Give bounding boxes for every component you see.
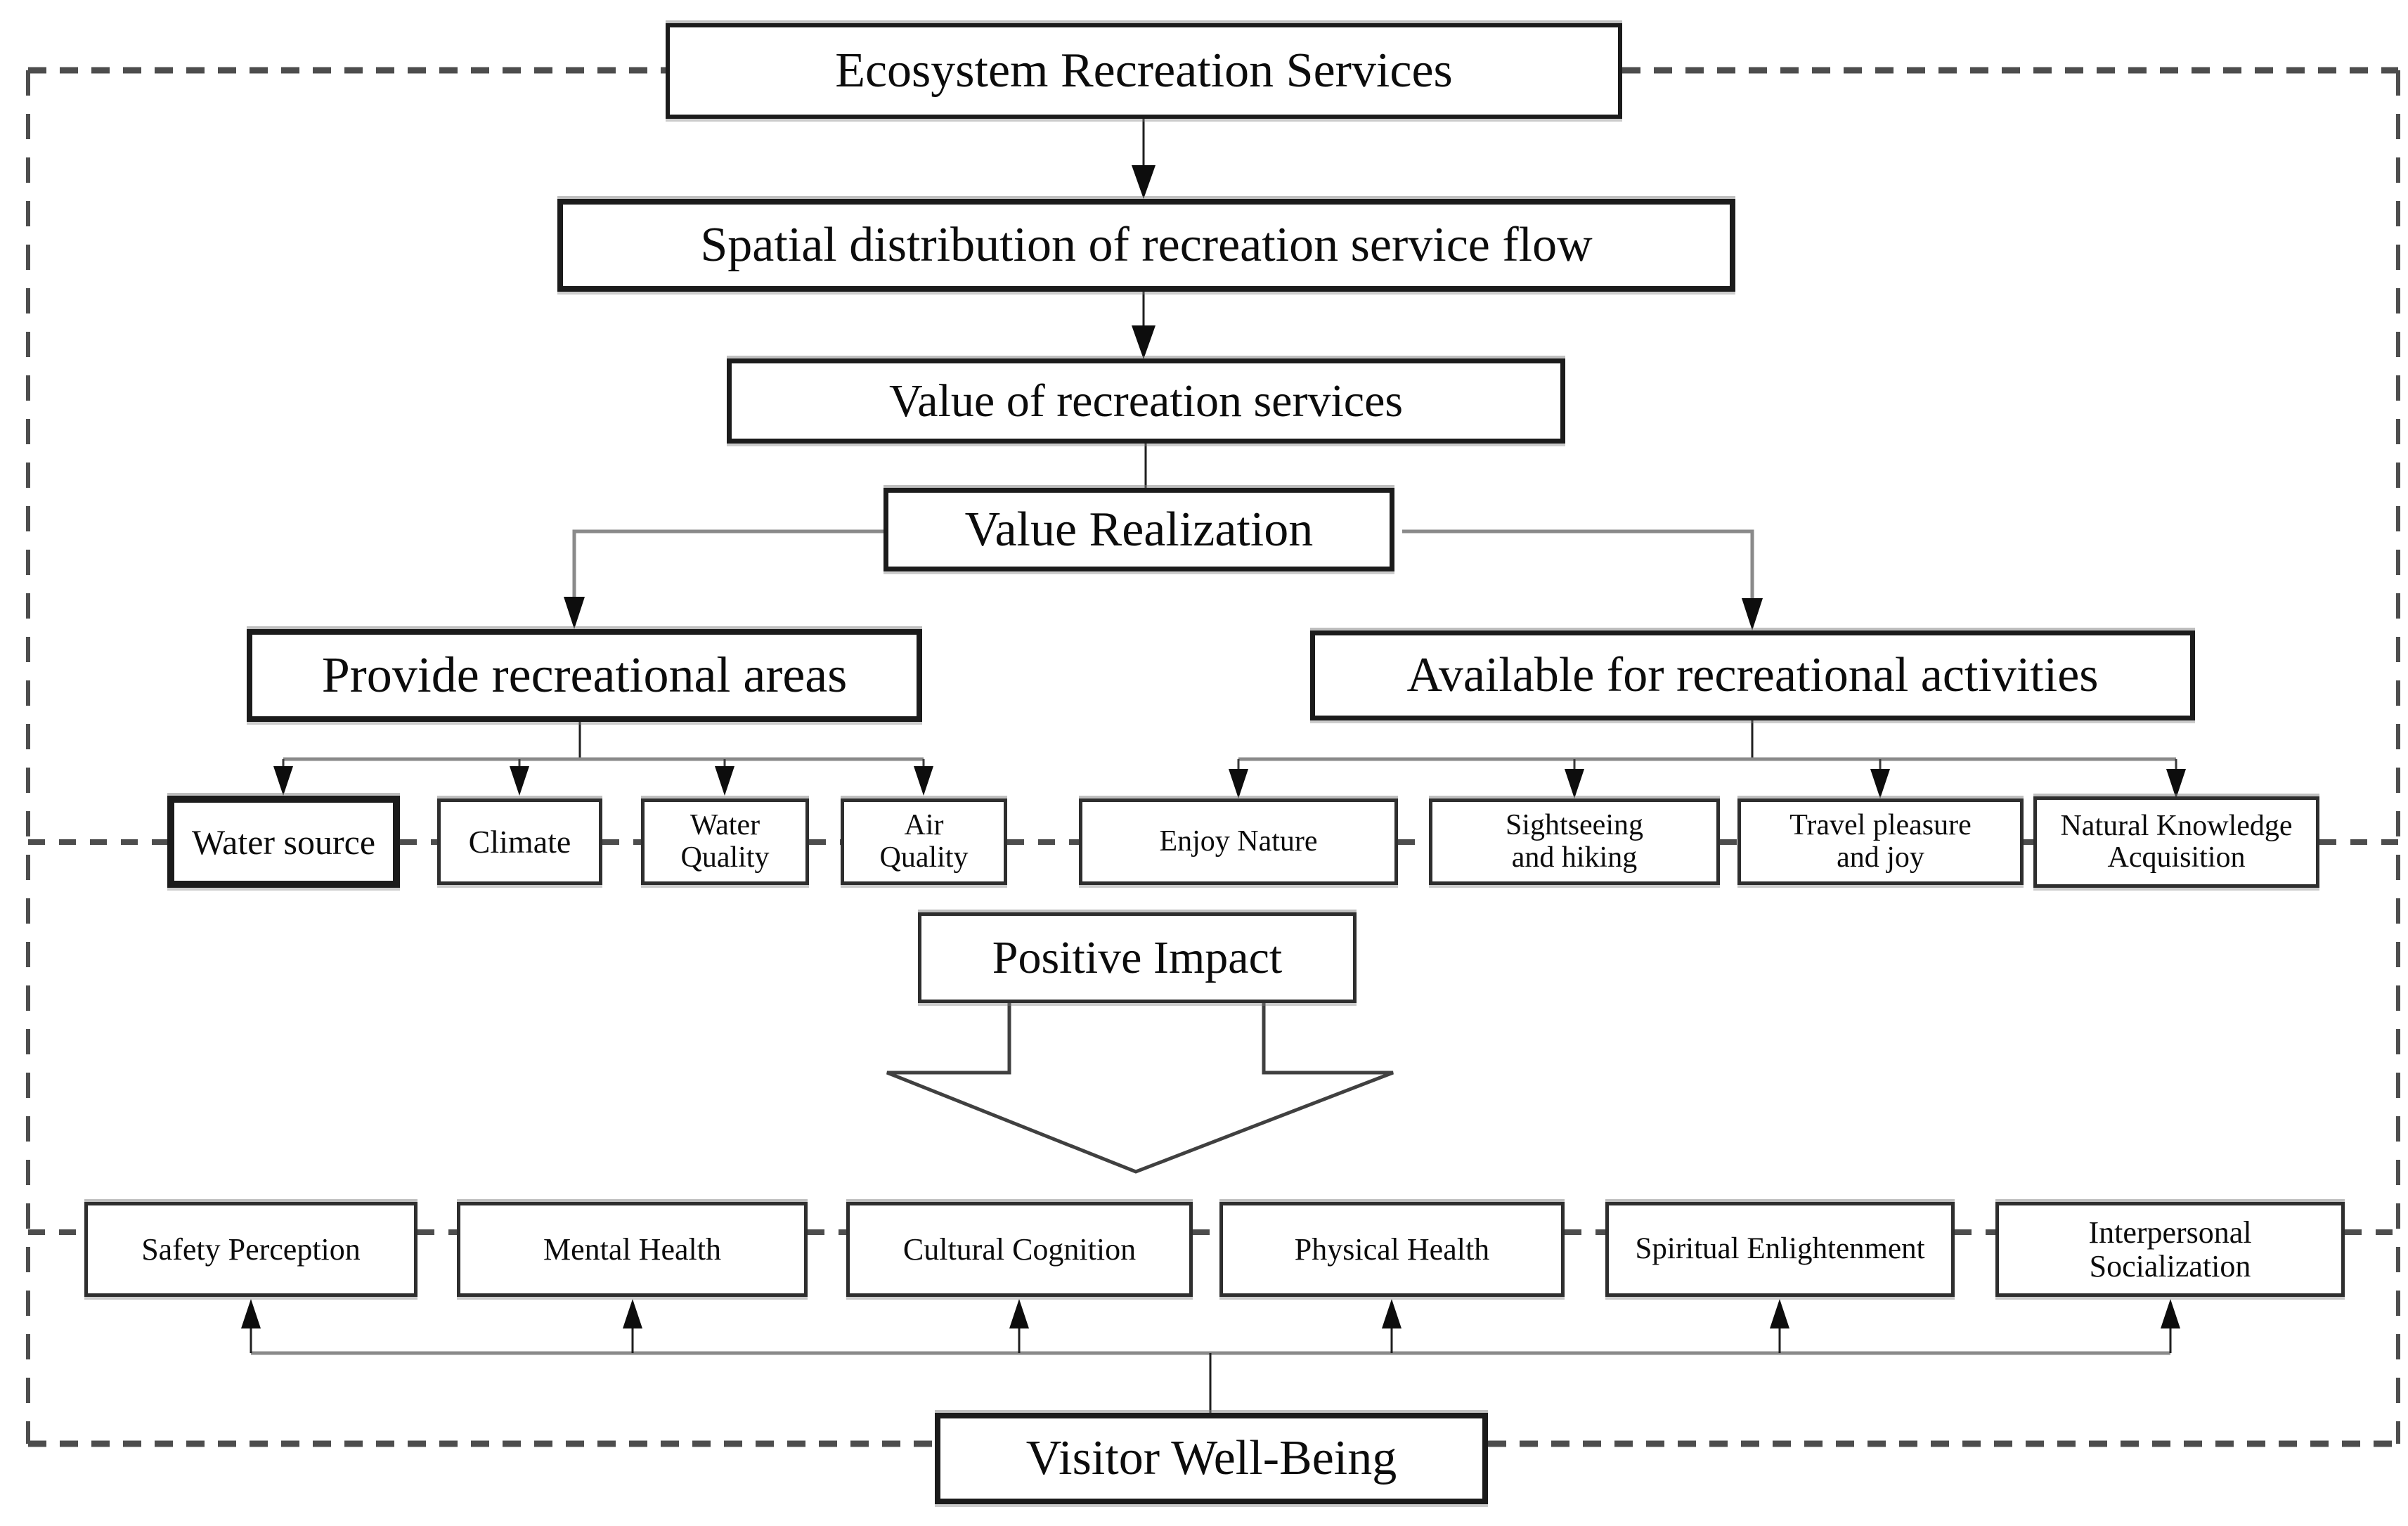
- provide-subtree: [282, 722, 925, 770]
- node-provide-recreational-areas: Provide recreational areas: [247, 629, 922, 722]
- node-ecosystem-recreation-services: Ecosystem Recreation Services: [666, 23, 1622, 119]
- node-natural-knowledge-acquisition: Natural Knowledge Acquisition: [2033, 796, 2319, 888]
- available-subtree: [1237, 720, 2177, 772]
- node-physical-health: Physical Health: [1219, 1202, 1565, 1297]
- main-chain-lines: [1142, 119, 1147, 488]
- node-safety-perception: Safety Perception: [84, 1202, 417, 1297]
- node-air-quality: Air Quality: [841, 798, 1007, 885]
- block-arrow: [886, 1003, 1394, 1174]
- node-travel-pleasure-and-joy: Travel pleasure and joy: [1737, 798, 2024, 885]
- arrowheads: [241, 165, 2186, 1328]
- node-climate: Climate: [437, 798, 602, 885]
- node-value-of-recreation-services: Value of recreation services: [727, 358, 1565, 444]
- node-water-source: Water source: [167, 796, 400, 888]
- node-enjoy-nature: Enjoy Nature: [1079, 798, 1398, 885]
- node-sightseeing-and-hiking: Sightseeing and hiking: [1429, 798, 1720, 885]
- node-positive-impact: Positive Impact: [918, 912, 1357, 1003]
- node-cultural-cognition: Cultural Cognition: [846, 1202, 1193, 1297]
- dashed-frame: [26, 67, 2400, 1447]
- node-spiritual-enlightenment: Spiritual Enlightenment: [1605, 1202, 1955, 1297]
- node-visitor-well-being: Visitor Well-Being: [935, 1413, 1488, 1504]
- node-value-realization: Value Realization: [883, 488, 1394, 571]
- wellbeing-tree: [250, 1327, 2172, 1415]
- value-realization-branches: [572, 529, 1754, 602]
- node-mental-health: Mental Health: [457, 1202, 808, 1297]
- node-spatial-distribution: Spatial distribution of recreation servi…: [557, 199, 1735, 292]
- node-interpersonal-socialization: Interpersonal Socialization: [1995, 1202, 2345, 1297]
- node-water-quality: Water Quality: [641, 798, 809, 885]
- node-available-for-recreational-activities: Available for recreational activities: [1310, 631, 2195, 720]
